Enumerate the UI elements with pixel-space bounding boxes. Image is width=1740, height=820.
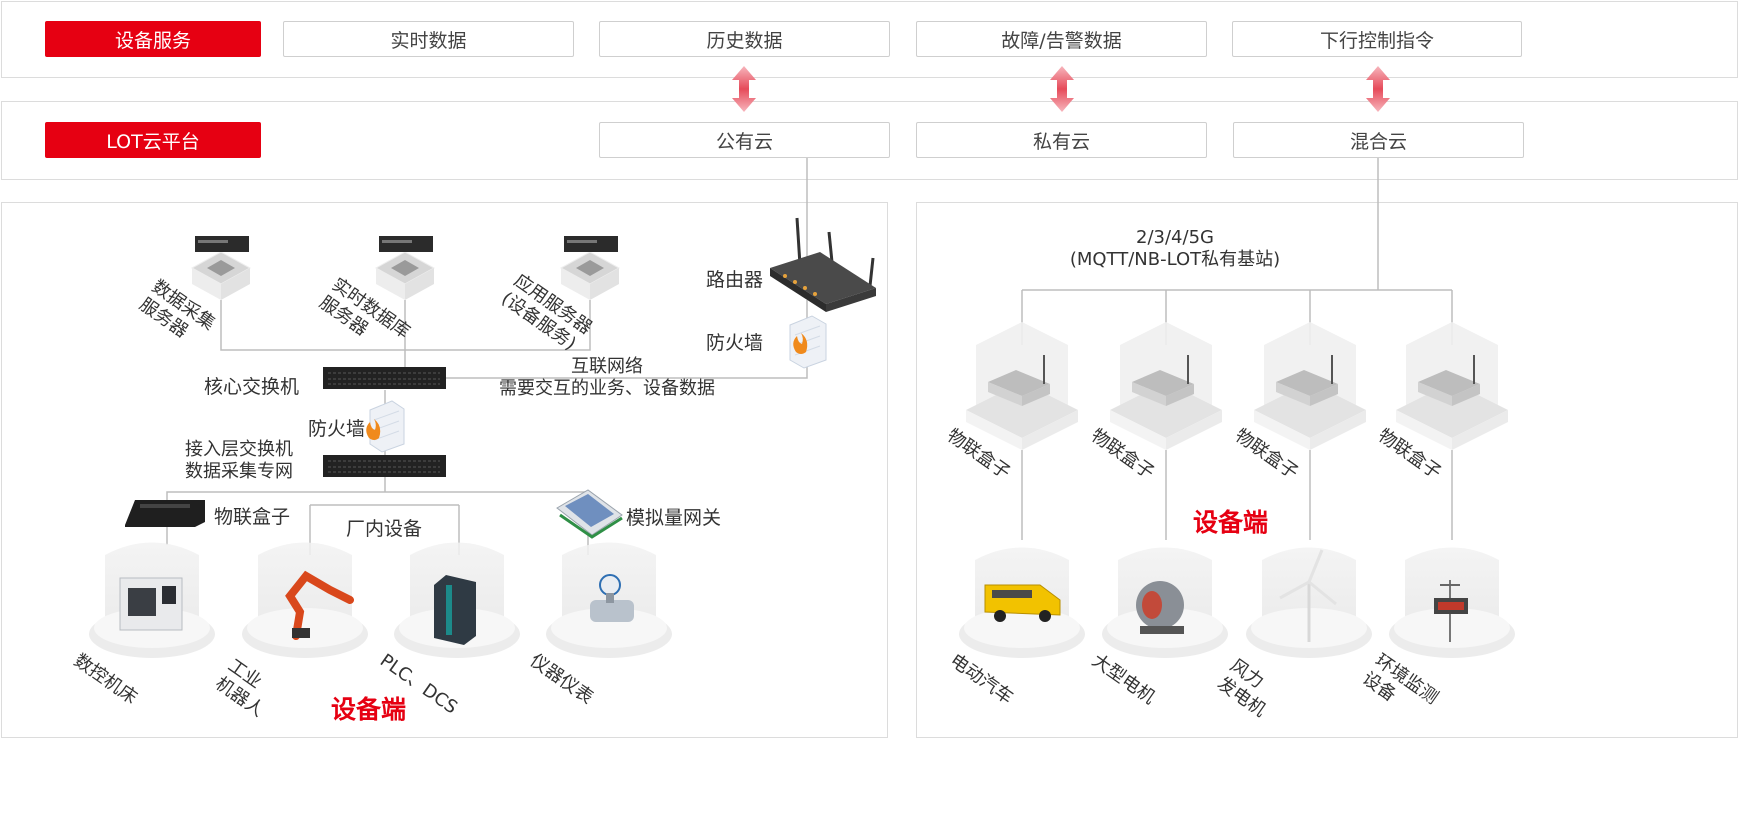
arrow-fault xyxy=(1050,66,1074,112)
realtime-data-box: 实时数据 xyxy=(283,21,574,57)
device-stand-motor xyxy=(1102,547,1228,658)
firewall-label: 防火墙 xyxy=(706,332,764,354)
analog-gateway-icon xyxy=(556,489,623,539)
factory-equipment-label: 厂内设备 xyxy=(346,518,423,540)
downlink-control-box: 下行控制指令 xyxy=(1232,21,1522,57)
left-device-side-title: 设备端 xyxy=(331,695,407,724)
device-stand-4 xyxy=(546,542,672,658)
analog-gateway-label: 模拟量网关 xyxy=(626,507,722,529)
router-label: 路由器 xyxy=(706,269,764,291)
network-label: 2/3/4/5G(MQTT/NB-LOT私有基站) xyxy=(1069,227,1281,270)
private-cloud-box: 私有云 xyxy=(916,122,1207,158)
internet-label: 互联网络需要交互的业务、设备数据 xyxy=(499,356,715,399)
firewall2-label: 防火墙 xyxy=(308,418,366,440)
history-data-box: 历史数据 xyxy=(599,21,890,57)
core-switch-icon xyxy=(323,367,446,389)
iot-box-stand-3 xyxy=(1254,322,1366,450)
device-stand-2 xyxy=(242,542,368,658)
access-switch-icon xyxy=(323,455,446,477)
access-switch-label: 接入层交换机数据采集专网 xyxy=(185,439,293,482)
arrow-history xyxy=(732,66,756,112)
iot-box-icon xyxy=(125,500,205,527)
iot-box-stand-4 xyxy=(1396,322,1508,450)
iot-cloud-platform-label: LOT云平台 xyxy=(45,122,261,158)
server-icon-2 xyxy=(374,236,436,300)
server-icon-3 xyxy=(559,236,621,300)
iot-box-stand-2 xyxy=(1110,322,1222,450)
firewall-icon-1 xyxy=(789,315,827,369)
device-service-label: 设备服务 xyxy=(45,21,261,57)
device-stand-3 xyxy=(394,542,520,658)
core-switch-label: 核心交换机 xyxy=(204,376,300,398)
device-stand-ev xyxy=(959,547,1085,658)
iot-box-stand-1 xyxy=(966,322,1078,450)
hybrid-cloud-box: 混合云 xyxy=(1233,122,1524,158)
arrow-control xyxy=(1366,66,1390,112)
firewall-icon-2 xyxy=(366,400,405,453)
iot-box-label: 物联盒子 xyxy=(214,506,291,528)
public-cloud-box: 公有云 xyxy=(599,122,890,158)
device-stand-env xyxy=(1389,547,1515,658)
router-icon xyxy=(770,217,876,312)
right-device-side-title: 设备端 xyxy=(1193,508,1269,537)
fault-alarm-data-box: 故障/告警数据 xyxy=(916,21,1207,57)
device-stand-1 xyxy=(89,542,215,658)
server-icon-1 xyxy=(190,236,252,300)
device-stand-wind xyxy=(1246,547,1372,658)
